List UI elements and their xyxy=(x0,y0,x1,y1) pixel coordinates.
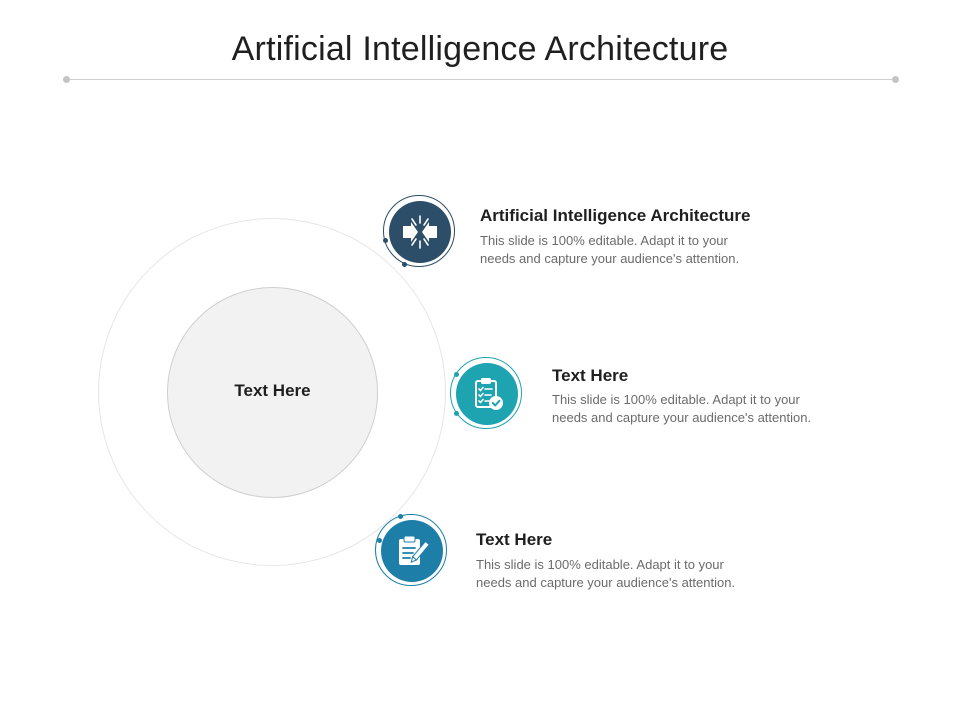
item-2-description-line-2: needs and capture your audience's attent… xyxy=(552,410,812,425)
slide-title: Artificial Intelligence Architecture xyxy=(231,30,729,68)
item-3-description-line-2: needs and capture your audience's attent… xyxy=(476,575,736,590)
item-1-description-line-2: needs and capture your audience's attent… xyxy=(480,251,740,266)
item-1-title: Artificial Intelligence Architecture xyxy=(480,206,751,225)
title-divider xyxy=(66,79,896,80)
item-2-description: This slide is 100% editable. Adapt it to… xyxy=(552,391,882,427)
divider-end-dot-right xyxy=(892,76,899,83)
clipboard-pencil-icon xyxy=(399,535,430,565)
node-1-accent-dot xyxy=(402,262,407,267)
center-circle xyxy=(167,287,378,498)
item-3-title: Text Here xyxy=(476,530,553,549)
item-1-description-line-1: This slide is 100% editable. Adapt it to… xyxy=(480,233,728,248)
node-1 xyxy=(383,195,455,267)
outer-ring xyxy=(98,218,446,566)
node-2 xyxy=(450,357,522,429)
node-3-accent-dot xyxy=(377,538,382,543)
node-3-badge xyxy=(381,520,443,582)
clipboard-checklist-icon xyxy=(475,378,503,410)
item-2-title: Text Here xyxy=(552,366,629,385)
item-3-description: This slide is 100% editable. Adapt it to… xyxy=(476,556,806,592)
converging-arrows-icon xyxy=(403,215,437,249)
node-1-badge xyxy=(389,201,451,263)
item-2-description-line-1: This slide is 100% editable. Adapt it to… xyxy=(552,392,800,407)
item-3-description-line-1: This slide is 100% editable. Adapt it to… xyxy=(476,557,724,572)
item-1-description: This slide is 100% editable. Adapt it to… xyxy=(480,232,810,268)
node-3 xyxy=(375,514,447,586)
node-2-accent-dot xyxy=(454,372,459,377)
node-1-accent-dot xyxy=(383,238,388,243)
center-label: Text Here xyxy=(234,381,311,400)
node-3-accent-dot xyxy=(398,514,403,519)
node-2-accent-dot xyxy=(454,411,459,416)
divider-end-dot-left xyxy=(63,76,70,83)
node-2-badge xyxy=(456,363,518,425)
